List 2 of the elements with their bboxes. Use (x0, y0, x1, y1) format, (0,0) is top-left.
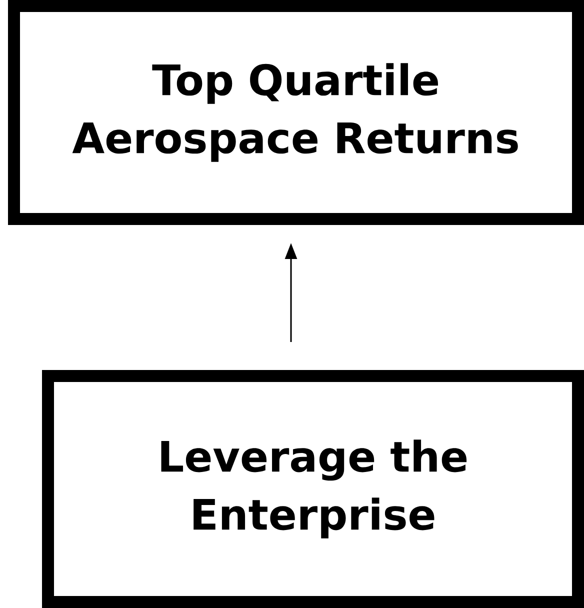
text-box: Leverage the Enterprise (42, 370, 584, 608)
text-box: Top Quartile Aerospace Returns (8, 0, 584, 225)
